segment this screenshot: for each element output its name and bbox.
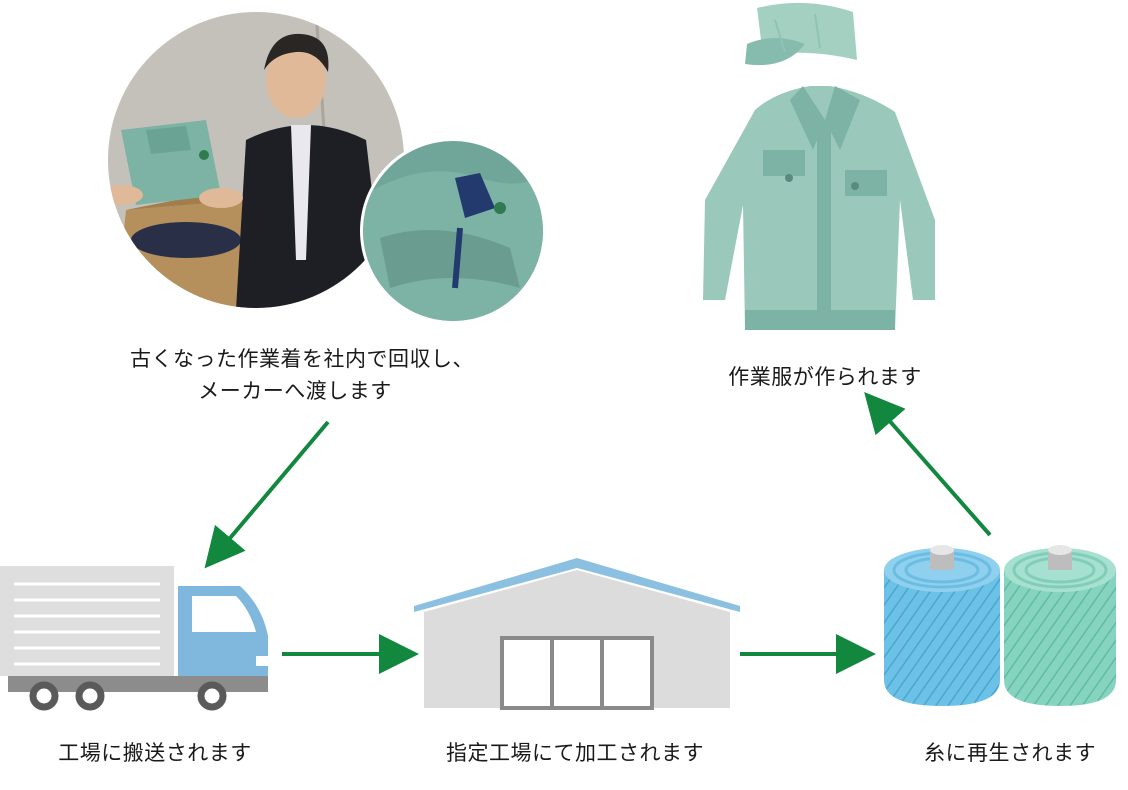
truck-icon: [0, 566, 268, 711]
jacket-closeup-photo: [360, 138, 546, 324]
collect-caption-line2: メーカーへ渡します: [198, 379, 392, 403]
collection-photo: [108, 12, 404, 308]
recycle-caption: 糸に再生されます: [924, 741, 1096, 765]
thread-spools-icon: [884, 545, 1116, 706]
factory-icon: [414, 558, 740, 710]
produce-caption: 作業服が作られます: [728, 365, 922, 389]
work-uniform-illustration: [703, 2, 935, 330]
arrow-up-left: [864, 391, 992, 537]
collect-caption-line1: 古くなった作業着を社内で回収し、: [130, 347, 474, 371]
blue-spool: [884, 545, 1000, 706]
transport-caption: 工場に搬送されます: [58, 741, 252, 765]
green-spool: [1004, 545, 1116, 706]
arrow-down-left: [204, 420, 330, 569]
process-caption: 指定工場にて加工されます: [446, 741, 704, 765]
collect-caption: 古くなった作業着を社内で回収し、 メーカーへ渡します: [130, 343, 474, 407]
